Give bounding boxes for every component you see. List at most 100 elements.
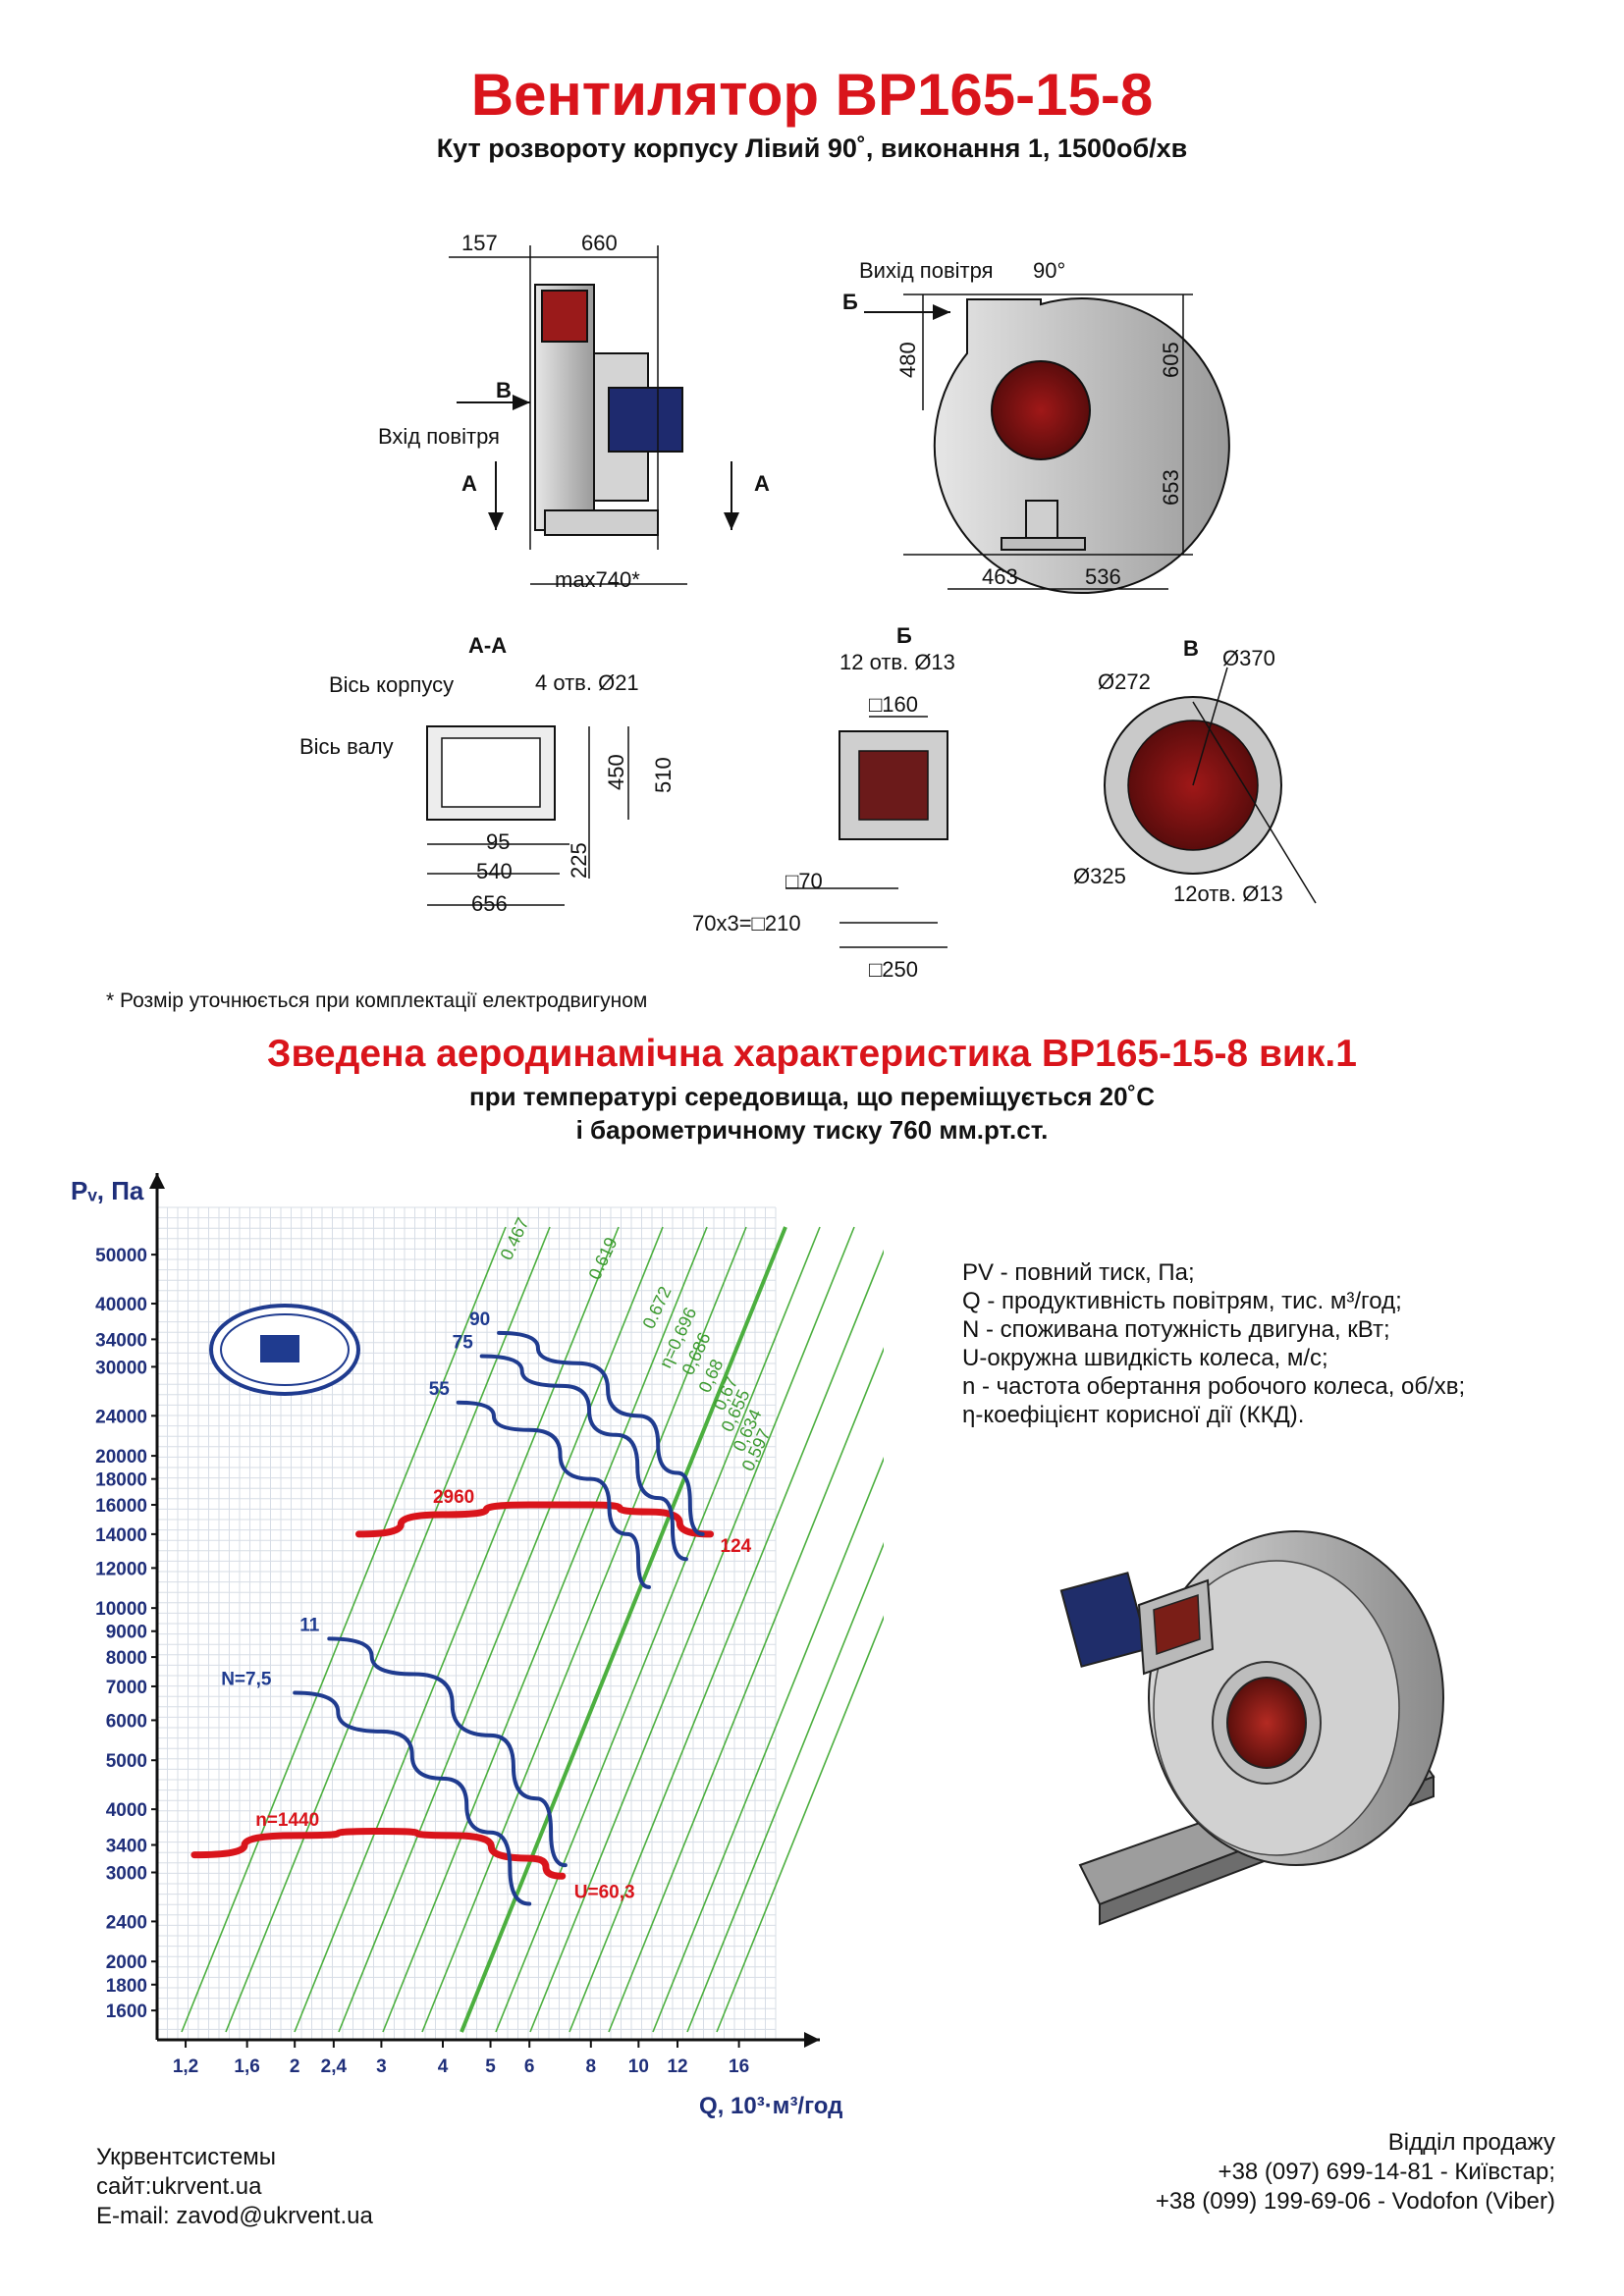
dim-210: 70х3=□210 [692, 911, 801, 935]
y-tick-label: 18000 [95, 1470, 147, 1491]
x-tick-label: 1,6 [234, 2056, 259, 2077]
y-tick-label: 10000 [95, 1599, 147, 1620]
x-tick-label: 12 [667, 2056, 687, 2077]
dim-157: 157 [461, 231, 498, 255]
x-tick-label: 6 [524, 2056, 535, 2077]
x-tick-label: 3 [376, 2056, 387, 2077]
series-line [190, 1827, 567, 1880]
velocity-label: U=60,3 [574, 1882, 635, 1902]
technical-drawings: 157 660 max740* В Вхід повітря А А Вихід… [299, 231, 1317, 982]
chart-axes [149, 1173, 820, 2048]
y-tick-label: 24000 [95, 1407, 147, 1427]
legend-item: U-окружна швидкість колеса, м/с; [962, 1345, 1328, 1371]
axis-body-label: Вісь корпусу [329, 672, 454, 697]
x-axis-arrow [804, 2032, 820, 2048]
dim-250: □250 [869, 957, 918, 982]
sales-phone-1[interactable]: +38 (097) 699-14-81 - Київстар; [1218, 2159, 1555, 2185]
efficiency-line [460, 1226, 787, 2033]
dim-605: 605 [1159, 342, 1183, 378]
section-aa: А-А Вісь корпусу Вісь валу 4 отв. Ø21 45… [299, 633, 676, 916]
section-a-left: А [461, 471, 477, 496]
efficiency-line [716, 1615, 884, 2033]
section-a-right: А [754, 471, 770, 496]
chart-legend: PV - повний тиск, Па; Q - продуктивність… [962, 1258, 1465, 1429]
legend-item: Q - продуктивність повітрям, тис. м³/год… [962, 1288, 1402, 1314]
air-in-label: Вхід повітря [378, 424, 500, 449]
efficiency-line [652, 1456, 884, 2033]
power-label: N=7,5 [221, 1669, 272, 1689]
y-tick-label: 9000 [106, 1623, 147, 1643]
dim-max740: max740* [555, 567, 640, 592]
x-tick-label: 10 [628, 2056, 649, 2077]
y-tick-label: 7000 [106, 1678, 147, 1698]
y-tick-label: 1600 [106, 2002, 147, 2022]
y-tick-label: 3000 [106, 1864, 147, 1885]
y-tick-label: 1800 [106, 1976, 147, 1997]
view-b-flange: Б 12 отв. Ø13 □160 □70 70х3=□210 □250 [692, 623, 955, 982]
efficiency-line [421, 1226, 747, 2033]
aero-subtitle-2: і барометричному тиску 760 мм.рт.ст. [575, 1115, 1049, 1145]
view-v-title: В [1183, 636, 1199, 661]
dim-70: □70 [785, 869, 823, 893]
dim-536: 536 [1085, 564, 1121, 589]
power-label: 55 [429, 1379, 451, 1400]
legend-item: n - частота обертання робочого колеса, о… [962, 1373, 1466, 1400]
y-tick-label: 40000 [95, 1295, 147, 1315]
dim-325: Ø325 [1073, 864, 1126, 888]
y-tick-label: 2000 [106, 1952, 147, 1973]
series-line [479, 1354, 688, 1562]
y-axis-arrow [149, 1173, 165, 1189]
company-email[interactable]: E-mail: zavod@ukrvent.ua [96, 2203, 373, 2229]
efficiency-line [568, 1249, 884, 2033]
power-label: 90 [469, 1309, 490, 1330]
company-site[interactable]: сайт:ukrvent.ua [96, 2173, 262, 2200]
section-aa-title: А-А [468, 633, 507, 658]
efficiency-line [686, 1541, 884, 2033]
speed-label: 2960 [433, 1487, 474, 1508]
series-line [456, 1400, 651, 1589]
efficiency-line [225, 1226, 551, 2033]
holes-b: 12 отв. Ø13 [839, 650, 955, 674]
page-title: Вентилятор ВР165-15-8 [470, 62, 1154, 128]
y-tick-label: 2400 [106, 1912, 147, 1933]
view-b-title: Б [896, 623, 912, 648]
y-tick-label: 50000 [95, 1246, 147, 1266]
speed-label: n=1440 [255, 1810, 319, 1831]
y-tick-label: 30000 [95, 1358, 147, 1378]
y-tick-label: 34000 [95, 1330, 147, 1351]
chart-xlabel: Q, 10³·м³/год [699, 2093, 842, 2119]
dim-660: 660 [581, 231, 618, 255]
side-view: 157 660 max740* В Вхід повітря А А [378, 231, 770, 592]
front-view: Вихід повітря 90° Б 480 605 653 463 536 [842, 258, 1230, 595]
dim-656: 656 [471, 891, 508, 916]
x-tick-label: 8 [586, 2056, 597, 2077]
dim-463: 463 [982, 564, 1018, 589]
legend-item: N - споживана потужність двигуна, кВт; [962, 1316, 1390, 1343]
series-line [497, 1330, 705, 1536]
x-tick-label: 2,4 [321, 2056, 348, 2077]
efficiency-line [495, 1226, 821, 2033]
holes-v: 12отв. Ø13 [1173, 881, 1283, 906]
y-tick-label: 14000 [95, 1525, 147, 1546]
dim-653: 653 [1159, 469, 1183, 506]
label-v: В [496, 378, 512, 402]
sales-phone-2[interactable]: +38 (099) 199-69-06 - Vodofon (Viber) [1155, 2188, 1555, 2215]
series-line [354, 1501, 715, 1538]
dim-450: 450 [604, 754, 628, 790]
y-tick-label: 16000 [95, 1496, 147, 1517]
aero-subtitle-1: при температурі середовища, що переміщує… [469, 1082, 1155, 1111]
chart-curves [190, 1330, 715, 1906]
y-tick-label: 6000 [106, 1711, 147, 1732]
sales-title: Відділ продажу [1387, 2129, 1555, 2156]
y-tick-label: 8000 [106, 1648, 147, 1669]
chart-stamp [209, 1304, 360, 1396]
company-name: Укрвентсистемы [96, 2144, 277, 2170]
x-tick-label: 4 [438, 2056, 449, 2077]
x-tick-label: 5 [485, 2056, 496, 2077]
x-tick-label: 1,2 [173, 2056, 198, 2077]
dim-370: Ø370 [1222, 646, 1275, 670]
footer-company: Укрвентсистемы сайт:ukrvent.ua E-mail: z… [96, 2143, 373, 2231]
page-subtitle: Кут розвороту корпусу Лівий 90˚, виконан… [436, 133, 1188, 163]
